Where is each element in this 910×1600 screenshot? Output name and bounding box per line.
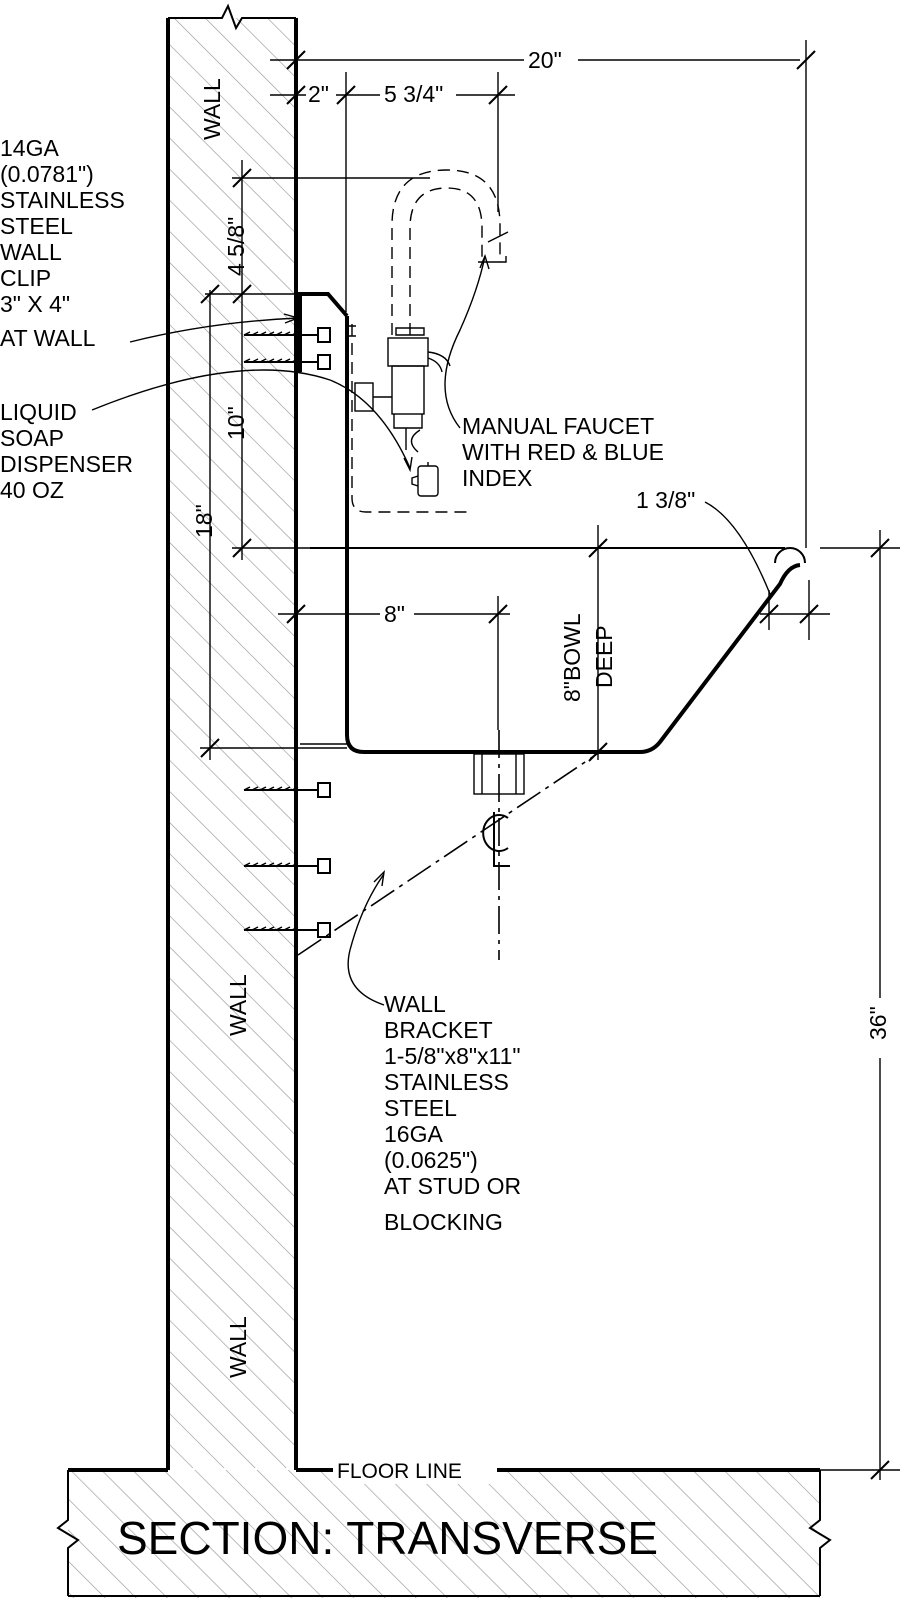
callout-line: WALL: [384, 991, 446, 1017]
bowl-depth-label-2: DEEP: [591, 625, 617, 688]
callout-line: BRACKET: [384, 1017, 493, 1043]
leader-lines: [91, 253, 771, 1006]
dim-overall-depth: 20": [528, 47, 562, 73]
wall-bracket-callout: WALL BRACKET 1-5/8"x8"x11" STAINLESS STE…: [384, 991, 521, 1235]
callout-line: STAINLESS: [384, 1069, 509, 1095]
dimension-lines: [200, 40, 900, 1480]
callout-line: 16GA: [384, 1121, 443, 1147]
wall-clip-callout: 14GA (0.0781") STAINLESS STEEL WALL CLIP…: [0, 135, 125, 351]
dim-faucet-height: 4 5/8": [223, 217, 249, 276]
callout-line: MANUAL FAUCET: [462, 413, 654, 439]
callout-line: AT STUD OR: [384, 1173, 521, 1199]
callout-line: STEEL: [0, 213, 73, 239]
dim-faucet-reach: 5 3/4": [384, 81, 443, 107]
wall-bolts: [243, 327, 331, 938]
callout-line: WALL: [0, 239, 62, 265]
wall-section: [166, 3, 298, 1470]
faucet-callout: MANUAL FAUCET WITH RED & BLUE INDEX: [462, 413, 664, 491]
dim-drain-offset: 8": [384, 601, 405, 627]
bowl-depth-label-1: 8"BOWL: [559, 613, 585, 702]
callout-line: BLOCKING: [384, 1209, 503, 1235]
dim-splash-height: 10": [223, 406, 249, 440]
callout-line: (0.0625"): [384, 1147, 478, 1173]
dim-wall-to-faucet: 2": [308, 81, 329, 107]
callout-line: SOAP: [0, 425, 64, 451]
callout-line: DISPENSER: [0, 451, 133, 477]
drain: [473, 730, 525, 960]
dim-rim-height: 36": [865, 1006, 891, 1040]
soap-dispenser-callout: LIQUID SOAP DISPENSER 40 OZ: [0, 399, 133, 503]
dim-bowl-overall: 18": [191, 504, 217, 538]
dim-rim-width: 1 3/8": [636, 487, 695, 513]
wall-label-upper: WALL: [199, 78, 225, 140]
floor-slab: [56, 1468, 832, 1598]
wall-label-middle: WALL: [225, 974, 251, 1036]
callout-line: 14GA: [0, 135, 59, 161]
callout-line: LIQUID: [0, 399, 77, 425]
section-title: SECTION: TRANSVERSE: [117, 1512, 658, 1564]
callout-line: 3" X 4": [0, 291, 70, 317]
wall-clip: [298, 292, 349, 372]
wall-bracket-line: [297, 751, 601, 956]
floor-line-label: FLOOR LINE: [337, 1460, 462, 1483]
callout-line: 40 OZ: [0, 477, 64, 503]
callout-line: CLIP: [0, 265, 51, 291]
centerline-symbol: [482, 812, 510, 867]
faucet-assembly: [354, 169, 509, 450]
backsplash-outline: [351, 324, 470, 513]
sink-bowl: [300, 316, 806, 754]
callout-line: WITH RED & BLUE: [462, 439, 664, 465]
callout-line: AT WALL: [0, 325, 96, 351]
callout-line: (0.0781"): [0, 161, 94, 187]
callout-line: STEEL: [384, 1095, 457, 1121]
soap-dispenser: [410, 429, 439, 497]
callout-line: 1-5/8"x8"x11": [384, 1043, 521, 1069]
callout-line: STAINLESS: [0, 187, 125, 213]
callout-line: INDEX: [462, 465, 532, 491]
wall-label-lower: WALL: [225, 1316, 251, 1378]
